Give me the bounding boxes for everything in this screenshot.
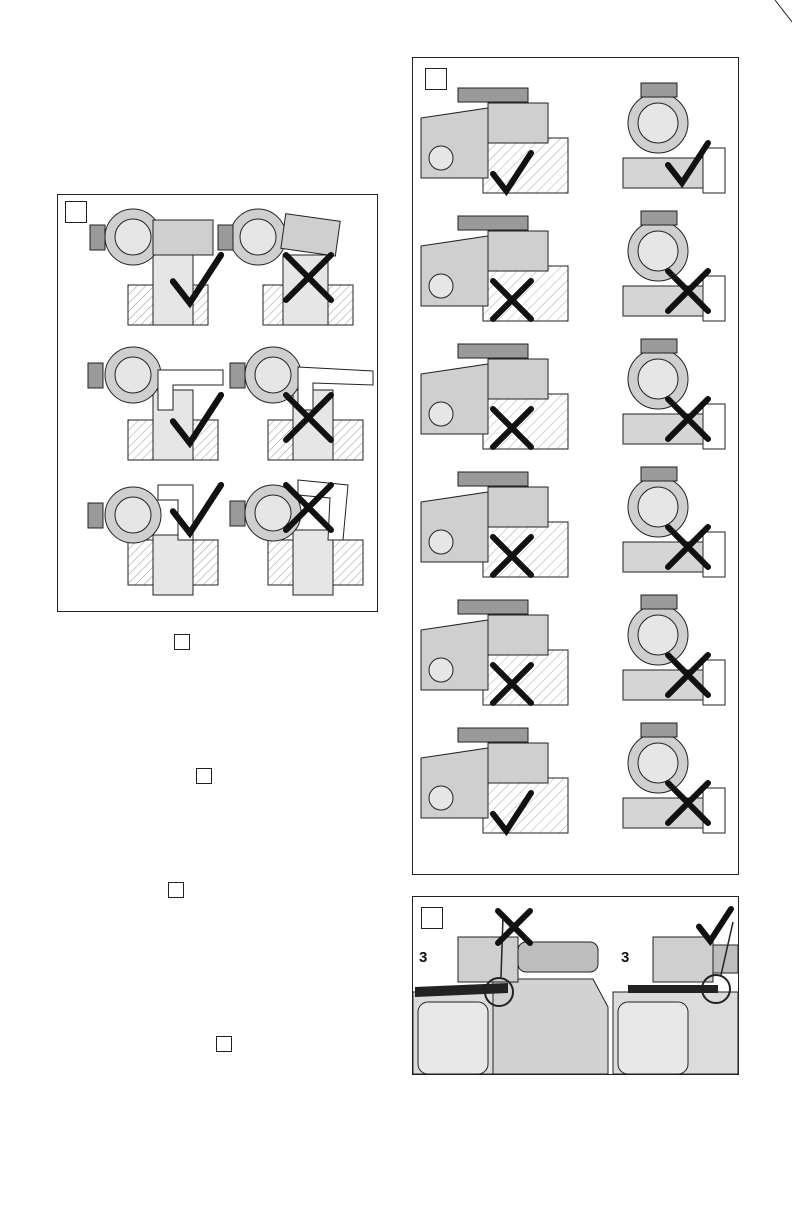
text-figure-ref-box-4: [216, 1036, 232, 1052]
reaction-arm-label-right: 3: [621, 949, 629, 966]
reaction-arm-illustration: [413, 897, 738, 1074]
tool-clearance-illustration: [58, 195, 377, 611]
reaction-arm-right-check-mark: [699, 909, 731, 941]
tool-positioning-illustration: [413, 58, 738, 874]
left-reaction-setup: [413, 917, 608, 1074]
positioning-row5-left-tool: [421, 600, 568, 705]
positioning-row3-left-tool: [421, 344, 568, 449]
row2-right-tool: [230, 347, 373, 460]
right-reaction-setup: [613, 922, 738, 1074]
row1-left-tool: [90, 209, 213, 325]
figure-reaction-arm: 3 3: [412, 896, 739, 1075]
text-figure-ref-box-1: [174, 634, 190, 650]
figure-tool-positioning: [412, 57, 739, 875]
row2-left-tool: [88, 347, 223, 460]
page-corner-line: [0, 0, 792, 30]
figure-tool-clearance: [57, 194, 378, 612]
row1-right-tool: [218, 209, 353, 325]
reaction-arm-label-left: 3: [419, 949, 427, 966]
text-figure-ref-box-2: [196, 768, 212, 784]
text-figure-ref-box-3: [168, 882, 184, 898]
positioning-row2-left-tool: [421, 216, 568, 321]
row3-left-tool: [88, 485, 218, 595]
positioning-row4-left-tool: [421, 472, 568, 577]
